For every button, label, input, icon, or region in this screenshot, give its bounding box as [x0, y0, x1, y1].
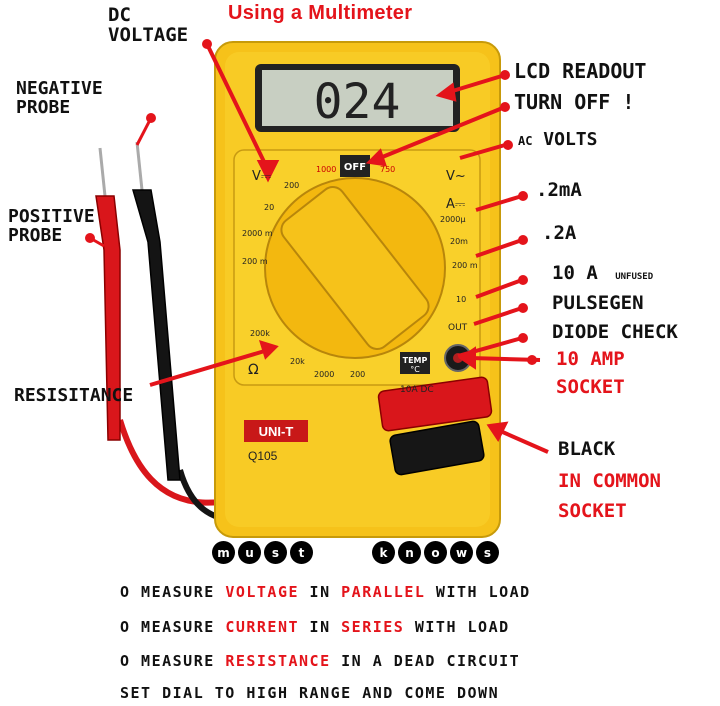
note-highlight: VOLTAGE	[225, 583, 300, 601]
label-lcd-readout: LCD READOUT	[514, 59, 647, 83]
red-probe	[95, 147, 121, 441]
label-positive-probe-word: PROBE	[8, 224, 63, 246]
note-current: O MEASURE CURRENT IN SERIES WITH LOAD	[120, 618, 510, 636]
range-200m: 200 m	[242, 257, 268, 266]
note-text: WITH LOAD	[404, 618, 510, 636]
label-negative: NEGATIVE	[16, 78, 103, 99]
brand-label: UNI-T	[259, 424, 294, 439]
label-2ma: .2mA	[536, 179, 582, 201]
knows-letter: o	[424, 541, 447, 564]
label-dc-voltage: DC VOLTAGE	[108, 4, 189, 46]
must-word-2: k n o w s	[372, 541, 499, 567]
dial-knob	[280, 186, 430, 350]
note-highlight: RESISTANCE	[225, 652, 331, 670]
range-200-ohm: 200	[350, 370, 365, 379]
socket-label: 10A DC	[400, 385, 434, 395]
note-text: IN A DEAD CIRCUIT	[330, 652, 521, 670]
must-letter: t	[290, 541, 313, 564]
label-turn-off: TURN OFF !	[514, 90, 635, 114]
pointer-arrows	[149, 43, 549, 454]
dial-ohm-label: Ω	[248, 362, 259, 378]
note-text: O MEASURE	[120, 583, 226, 601]
note-dial: SET DIAL TO HIGH RANGE AND COME DOWN	[120, 684, 499, 702]
label-10-amp-socket: 10 AMP SOCKET	[556, 348, 625, 398]
range-200m-amp: 200 m	[452, 261, 478, 270]
page-title: Using a Multimeter	[228, 2, 413, 24]
note-text: SET DIAL TO HIGH RANGE AND COME DOWN	[120, 684, 500, 702]
multimeter-body	[214, 41, 501, 538]
label-10-amp: 10 AMP	[556, 348, 625, 370]
knows-letter: w	[450, 541, 473, 564]
dial-temp-unit: °C	[410, 365, 420, 374]
label-diode-check: DIODE CHECK	[552, 321, 678, 343]
knows-letter: k	[372, 541, 395, 564]
label-unfused: UNFUSED	[615, 272, 654, 282]
dial-amps-label: A⎓	[446, 197, 465, 212]
label-negative-probe: NEGATIVE PROBE	[16, 78, 103, 118]
range-10: 10	[456, 295, 466, 304]
temp-position	[400, 352, 430, 374]
note-resistance: O MEASURE RESISTANCE IN A DEAD CIRCUIT	[120, 652, 520, 670]
label-common-socket-word: SOCKET	[558, 499, 627, 522]
range-2000: 2000	[314, 370, 334, 379]
range-2000m: 2000 m	[242, 229, 273, 238]
dial-off-label: OFF	[344, 162, 366, 173]
note-highlight: CURRENT	[225, 618, 300, 636]
note-text: WITH LOAD	[425, 583, 531, 601]
knows-letter: n	[398, 541, 421, 564]
range-1000: 1000	[316, 165, 336, 174]
negative-probe-leader	[135, 117, 153, 146]
range-20k: 20k	[290, 357, 305, 366]
note-text: IN	[299, 583, 342, 601]
label-ac: AC	[518, 134, 533, 148]
note-highlight: PARALLEL	[341, 583, 426, 601]
label-dc: DC	[108, 4, 131, 26]
range-20: 20	[264, 203, 274, 212]
label-common-socket: IN COMMON SOCKET	[558, 470, 661, 522]
range-200k: 200k	[250, 329, 270, 338]
note-text: IN	[299, 618, 342, 636]
dial-temp-label: TEMP	[403, 356, 428, 365]
brand-plate	[244, 420, 308, 442]
label-positive-probe: POSITIVE PROBE	[8, 206, 95, 246]
range-20m: 20m	[450, 237, 468, 246]
label-volts: VOLTS	[543, 129, 598, 150]
note-voltage: O MEASURE VOLTAGE IN PARALLEL WITH LOAD	[120, 583, 531, 601]
lcd-value: 024	[314, 74, 401, 130]
label-negative-probe-word: PROBE	[16, 96, 71, 118]
red-plug	[377, 376, 493, 432]
note-text: O MEASURE	[120, 618, 226, 636]
label-ac-volts: AC VOLTS	[518, 129, 598, 150]
positive-probe-leader	[89, 236, 105, 248]
label-10a-text: 10 A	[552, 262, 598, 284]
label-positive: POSITIVE	[8, 206, 95, 227]
label-voltage: VOLTAGE	[108, 23, 189, 46]
must-word-1: m u s t	[212, 541, 313, 567]
model-label: Q105	[248, 449, 278, 463]
dial-vdc-label: V⎓	[252, 169, 271, 184]
black-plug	[389, 420, 485, 476]
must-letter: s	[264, 541, 287, 564]
label-pulsegen: PULSEGEN	[552, 292, 644, 314]
black-probe	[132, 141, 181, 481]
dial-vac-label: V~	[446, 169, 466, 184]
must-letter: m	[212, 541, 235, 564]
range-200: 200	[284, 181, 299, 190]
dial-out-label: OUT	[448, 323, 468, 333]
label-resistance: RESISITANCE	[14, 385, 134, 406]
label-in-common: IN COMMON	[558, 470, 661, 492]
label-10a: 10 A UNFUSED	[552, 262, 654, 284]
off-position	[340, 155, 370, 177]
label-2a: .2A	[542, 222, 577, 244]
knows-letter: s	[476, 541, 499, 564]
note-text: O MEASURE	[120, 652, 226, 670]
label-amp-socket-word: SOCKET	[556, 375, 625, 398]
range-2000u: 2000µ	[440, 215, 465, 224]
label-black: BLACK	[558, 438, 616, 460]
must-letter: u	[238, 541, 261, 564]
note-highlight: SERIES	[341, 618, 405, 636]
range-750: 750	[380, 165, 395, 174]
